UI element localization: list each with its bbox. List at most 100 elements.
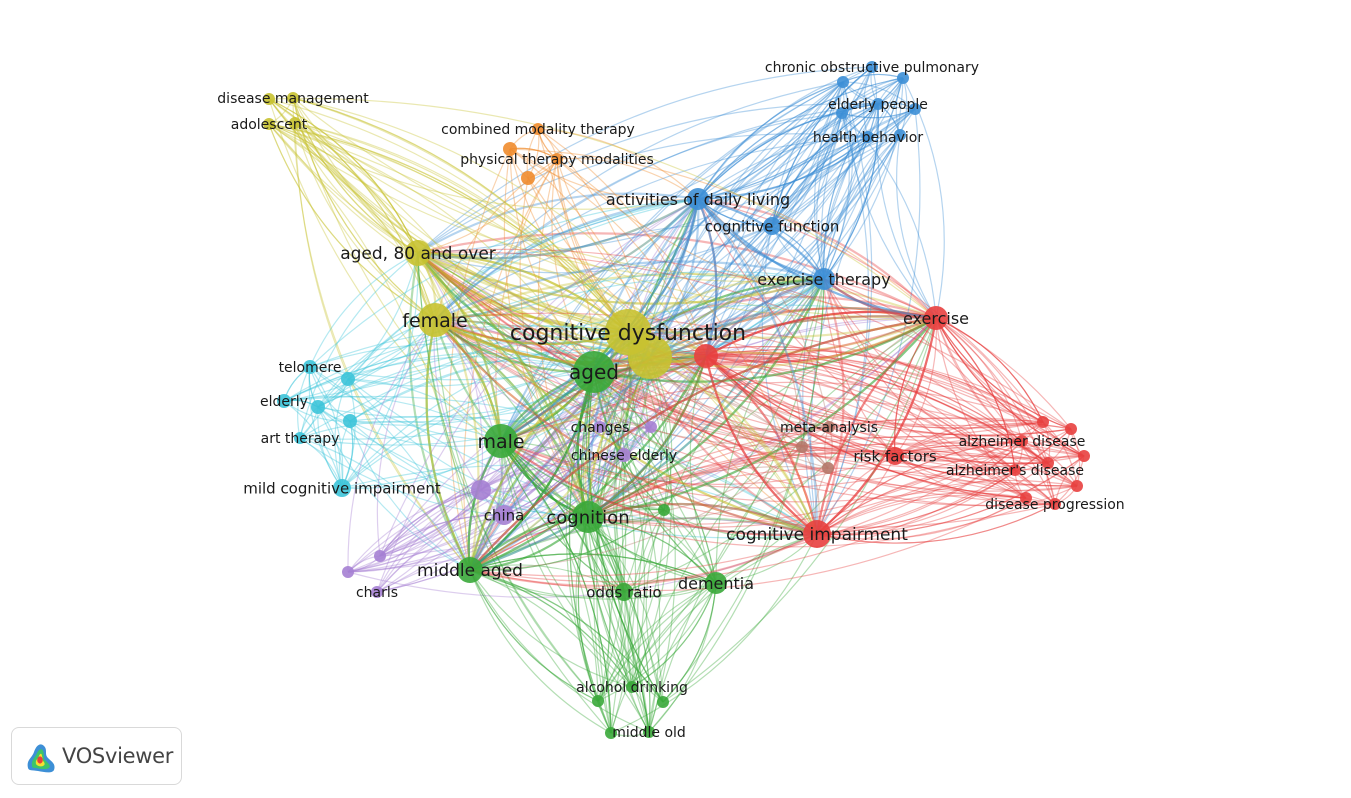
network-node-c2[interactable]: [341, 372, 355, 386]
node-label-activities-daily-living[interactable]: activities of daily living: [606, 190, 790, 209]
node-label-combined-modality[interactable]: combined modality therapy: [441, 122, 635, 138]
node-label-chinese-elderly[interactable]: chinese elderly: [571, 448, 677, 464]
network-node-changes[interactable]: [594, 421, 606, 433]
node-label-risk-factors[interactable]: risk factors: [853, 447, 937, 465]
node-label-meta-analysis[interactable]: meta-analysis: [780, 420, 878, 436]
node-label-aged[interactable]: aged: [569, 360, 619, 384]
node-label-male[interactable]: male: [477, 431, 524, 453]
node-label-elderly[interactable]: elderly: [260, 394, 308, 410]
network-node-elderlyp[interactable]: [872, 98, 884, 110]
network-node-cd2[interactable]: [628, 335, 672, 379]
node-label-cognitive-function[interactable]: cognitive function: [705, 217, 840, 235]
network-node-aged[interactable]: [573, 351, 615, 393]
network-node-g4[interactable]: [605, 727, 617, 739]
network-node-adol[interactable]: [263, 118, 275, 130]
network-node-p3[interactable]: [374, 550, 386, 562]
node-label-charls[interactable]: charls: [356, 585, 398, 601]
network-node-or2[interactable]: [503, 142, 517, 156]
node-label-cognitive-impairment[interactable]: cognitive impairment: [726, 525, 908, 545]
network-node-china[interactable]: [494, 505, 514, 525]
network-node-g2[interactable]: [592, 695, 604, 707]
node-label-alzheimers-disease[interactable]: alzheimer's disease: [946, 463, 1084, 479]
node-label-chronic-obstructive[interactable]: chronic obstructive pulmonary: [765, 60, 979, 76]
network-node-cognition[interactable]: [572, 501, 604, 533]
network-node-blue5[interactable]: [836, 107, 848, 119]
network-node-riskf[interactable]: [886, 447, 904, 465]
node-label-cognitive-dysfunction[interactable]: cognitive dysfunction: [510, 321, 746, 346]
network-node-r4[interactable]: [1042, 457, 1054, 469]
network-node-cop[interactable]: [866, 61, 878, 73]
network-node-charls[interactable]: [371, 586, 383, 598]
node-label-middle-aged[interactable]: middle aged: [417, 561, 523, 581]
node-label-aged-80[interactable]: aged, 80 and over: [340, 244, 496, 264]
network-node-disprog[interactable]: [1049, 498, 1061, 510]
network-node-p1[interactable]: [471, 480, 491, 500]
node-label-disease-progression[interactable]: disease progression: [985, 497, 1124, 513]
node-label-exercise[interactable]: exercise: [903, 309, 969, 328]
node-label-adolescent[interactable]: adolescent: [231, 117, 308, 133]
node-label-cognition[interactable]: cognition: [546, 507, 629, 528]
network-node-cogimp[interactable]: [803, 520, 831, 548]
network-node-adl[interactable]: [687, 188, 709, 210]
network-node-meta[interactable]: [823, 421, 835, 433]
network-node-mci[interactable]: [333, 479, 351, 497]
node-label-odds-ratio[interactable]: odds ratio: [586, 583, 661, 601]
node-label-physical-therapy[interactable]: physical therapy modalities: [460, 152, 654, 168]
node-label-dementia[interactable]: dementia: [678, 574, 754, 593]
network-node-g3[interactable]: [657, 696, 669, 708]
node-label-alzheimer-disease[interactable]: alzheimer disease: [959, 434, 1086, 450]
network-node-b2[interactable]: [796, 441, 808, 453]
network-node-p2[interactable]: [645, 421, 657, 433]
network-node-y3[interactable]: [289, 117, 301, 129]
node-label-disease-management[interactable]: disease management: [217, 91, 369, 107]
network-node-dism[interactable]: [287, 92, 299, 104]
network-node-y2[interactable]: [263, 93, 275, 105]
node-label-changes[interactable]: changes: [571, 420, 630, 436]
network-node-r7[interactable]: [1020, 492, 1032, 504]
network-node-telomere[interactable]: [303, 360, 317, 374]
network-node-male[interactable]: [484, 424, 518, 458]
network-node-blue2[interactable]: [837, 76, 849, 88]
network-node-alz2[interactable]: [1009, 464, 1021, 476]
node-label-female[interactable]: female: [402, 310, 468, 332]
network-node-r2[interactable]: [1037, 416, 1049, 428]
network-node-blue4[interactable]: [909, 103, 921, 115]
network-node-combmod[interactable]: [532, 123, 544, 135]
node-label-art-therapy[interactable]: art therapy: [261, 431, 340, 447]
network-node-redhub[interactable]: [694, 344, 718, 368]
network-node-cogfun[interactable]: [763, 217, 781, 235]
network-node-p4[interactable]: [342, 566, 354, 578]
node-label-middle-old[interactable]: middle old: [612, 725, 686, 741]
node-label-china[interactable]: china: [484, 506, 525, 524]
network-node-r3[interactable]: [1065, 423, 1077, 435]
network-node-elderly[interactable]: [277, 394, 291, 408]
network-node-c4[interactable]: [343, 414, 357, 428]
network-node-chinesee[interactable]: [617, 448, 631, 462]
node-label-mild-cognitive-impairment[interactable]: mild cognitive impairment: [243, 479, 441, 497]
network-node-exther[interactable]: [813, 268, 835, 290]
network-node-blue3[interactable]: [897, 72, 909, 84]
node-label-exercise-therapy[interactable]: exercise therapy: [757, 270, 890, 289]
network-node-r6[interactable]: [1071, 480, 1083, 492]
network-node-alcohol[interactable]: [626, 681, 638, 693]
node-label-telomere[interactable]: telomere: [279, 360, 342, 376]
node-label-elderly-people[interactable]: elderly people: [828, 97, 928, 113]
node-label-health-behavior[interactable]: health behavior: [813, 130, 923, 146]
network-node-r5[interactable]: [1078, 450, 1090, 462]
network-node-exercise[interactable]: [924, 306, 948, 330]
network-node-dementia[interactable]: [705, 572, 727, 594]
network-node-arttherapy[interactable]: [294, 432, 306, 444]
network-node-middleaged[interactable]: [457, 557, 483, 583]
vosviewer-logo-badge[interactable]: VOSviewer: [11, 727, 182, 785]
network-node-oddsr[interactable]: [615, 583, 633, 601]
network-node-phys[interactable]: [551, 153, 563, 165]
network-node-alz1[interactable]: [1016, 435, 1028, 447]
network-node-aged80[interactable]: [405, 240, 431, 266]
node-label-alcohol-drinking[interactable]: alcohol drinking: [576, 680, 688, 696]
network-node-c3[interactable]: [311, 400, 325, 414]
network-node-middleold[interactable]: [643, 726, 655, 738]
network-node-b3[interactable]: [822, 462, 834, 474]
network-node-g1[interactable]: [658, 504, 670, 516]
network-node-blue6[interactable]: [894, 129, 906, 141]
network-node-or3[interactable]: [521, 171, 535, 185]
